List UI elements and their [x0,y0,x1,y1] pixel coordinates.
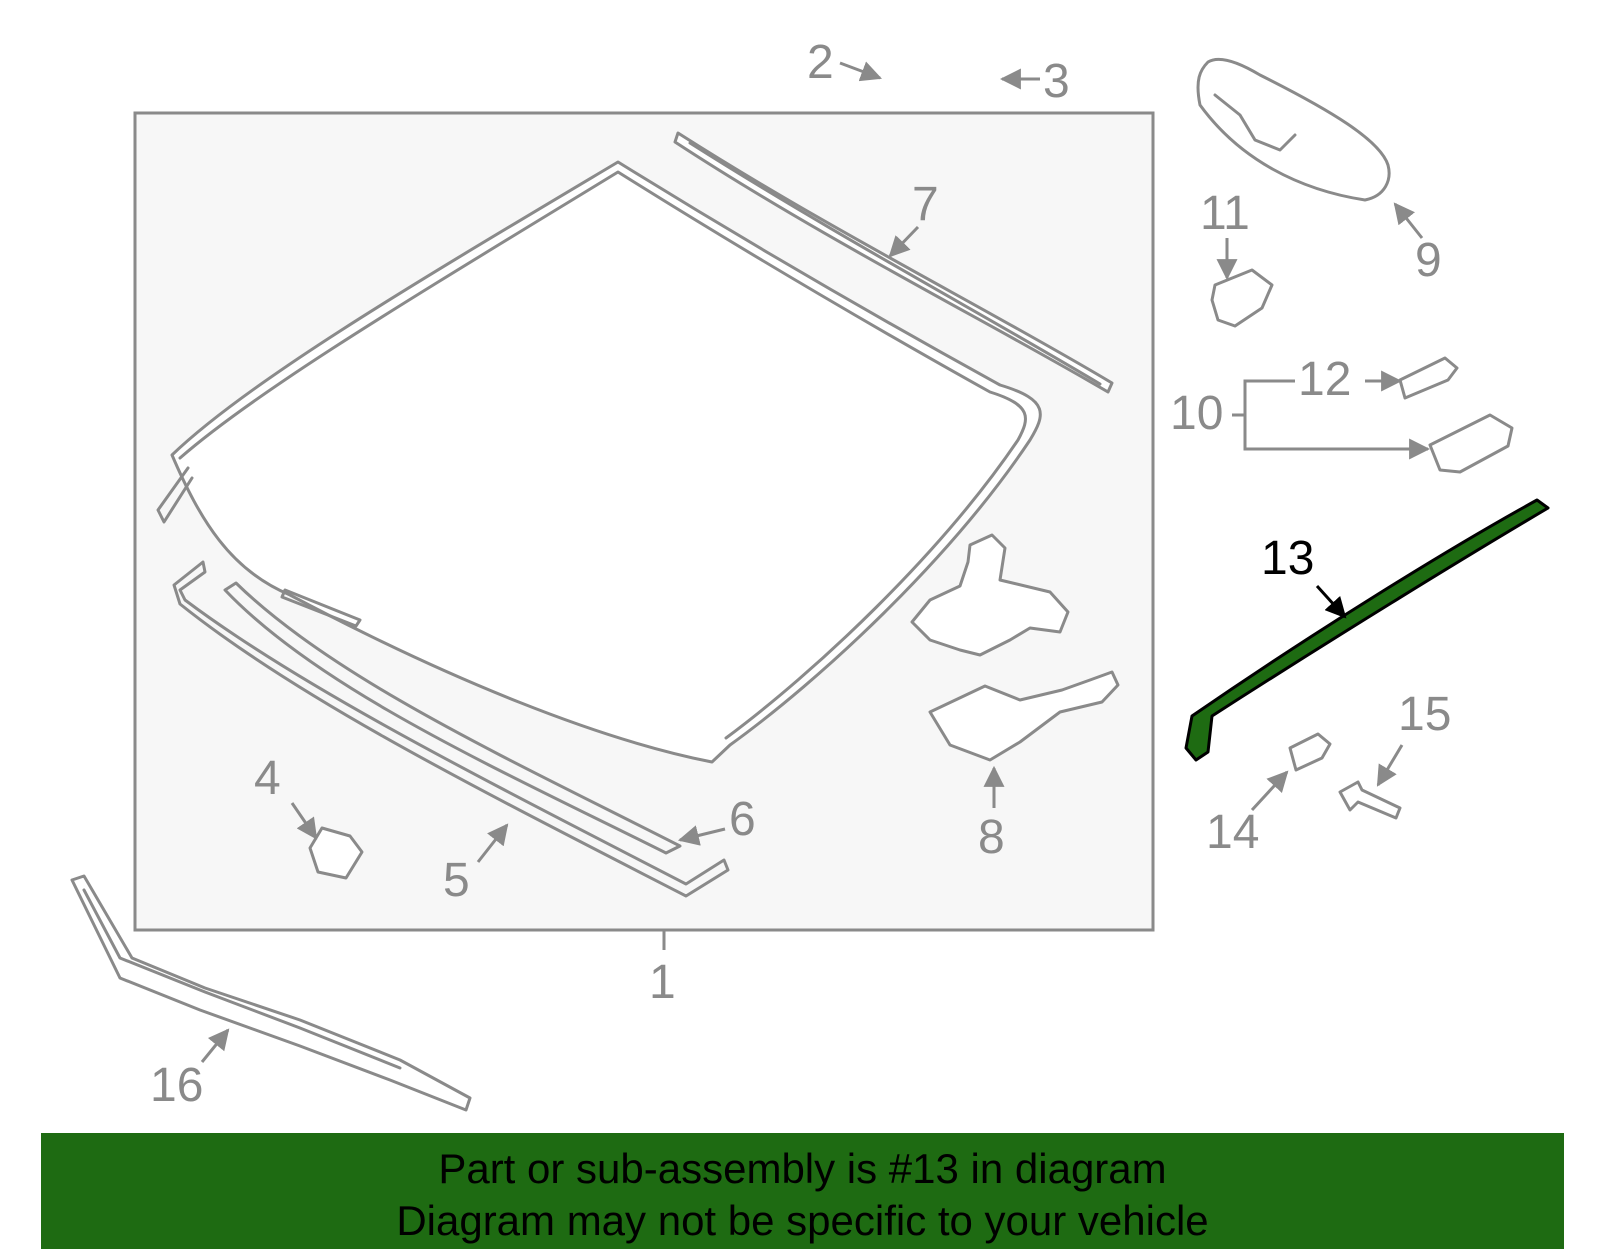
callout-10: 10 [1170,387,1223,440]
cowl-trim-16-inner [82,888,402,1070]
leader-7 [888,225,920,258]
mirror-9 [1196,57,1391,202]
windshield-strip [280,588,362,628]
banner-disclaimer: Diagram may not be specific to your vehi… [396,1197,1209,1244]
callout-12: 12 [1298,353,1351,406]
leader-14 [1250,770,1289,812]
leader-2 [839,61,882,82]
cowl-trim-16 [70,874,472,1112]
leader-15 [1376,744,1404,787]
callout-1: 1 [649,956,676,1009]
sensor-bracket [910,533,1070,657]
windshield-glass-inner [178,170,1027,740]
lower-molding-6 [223,581,682,855]
info-banner: Part or sub-assembly is #13 in diagram D… [41,1133,1564,1249]
callout-4: 4 [254,752,281,805]
leader-4 [290,802,318,840]
callout-16: 16 [150,1059,203,1112]
clip-11 [1210,268,1274,328]
callout-6: 6 [729,793,756,846]
leader-13 [1315,584,1347,619]
leader-9 [1393,202,1424,239]
banner-part-note: Part or sub-assembly is #13 in diagram [438,1145,1167,1192]
leader-6 [677,825,726,846]
callout-14: 14 [1206,806,1259,859]
callout-2: 2 [807,36,834,89]
callout-8: 8 [978,811,1005,864]
lower-molding-5 [172,560,730,898]
molding-13-highlighted [1184,498,1550,762]
windshield-lower-edge [156,466,194,524]
callout-15: 15 [1398,688,1451,741]
callout-7: 7 [912,178,939,231]
callout-5: 5 [443,854,470,907]
callout-13: 13 [1261,532,1314,585]
part-12 [1398,356,1459,400]
part-10-housing [1428,413,1514,474]
leader-5 [476,823,509,863]
callout-11: 11 [1200,187,1250,240]
clip-14 [1288,732,1332,772]
upper-molding-inner [688,141,1102,386]
leader-16 [200,1028,230,1063]
clip-4 [308,826,364,880]
callout-3: 3 [1043,55,1070,108]
push-pin-15 [1338,780,1402,820]
mirror-mount [1213,93,1297,152]
callout-9: 9 [1415,234,1442,287]
camera-mount-8 [928,670,1120,762]
